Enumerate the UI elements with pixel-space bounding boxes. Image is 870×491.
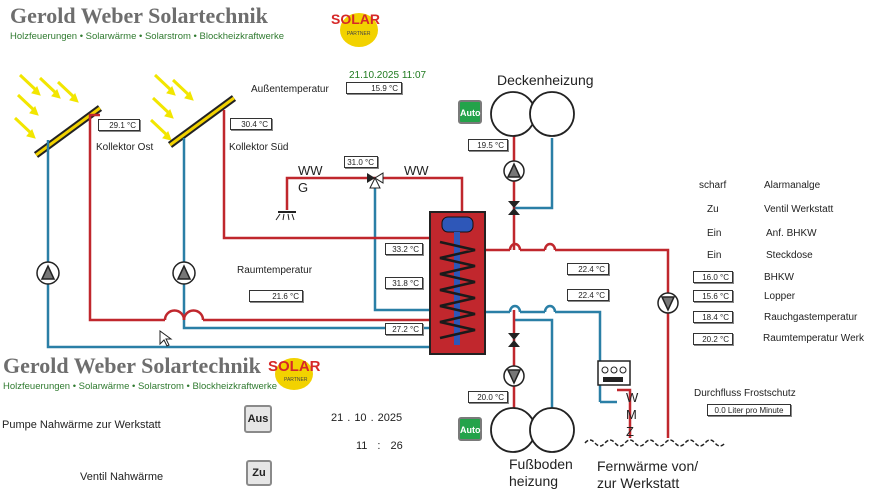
heat-exchanger-floor — [490, 407, 575, 453]
reading-name: BHKW — [764, 272, 794, 283]
room-temp-value: 21.6 °C — [249, 290, 303, 302]
status-name: Anf. BHKW — [766, 228, 817, 239]
floor-heating-label-2: heizung — [509, 473, 559, 489]
room-temp-label: Raumtemperatur — [237, 265, 313, 276]
tap-icon — [275, 211, 296, 221]
panel-time: 11:26 — [356, 440, 403, 452]
floor-temp: 20.0 °C — [468, 391, 508, 403]
tank-temp-middle: 31.8 °C — [385, 277, 423, 289]
datetime: 21.10.2025 11:07 — [349, 70, 427, 81]
tank-temp-top: 33.2 °C — [385, 243, 423, 255]
valve-ceiling-icon — [508, 201, 520, 215]
ww-g-label: G — [298, 180, 309, 195]
heat-exchanger-ceiling — [490, 91, 575, 137]
collector-east-label: Kollektor Ost — [96, 142, 154, 153]
tank-temp-bottom: 27.2 °C — [385, 323, 423, 335]
status-name: Steckdose — [766, 250, 813, 261]
ceiling-heating-label: Deckenheizung — [497, 72, 594, 88]
status-value: scharf — [699, 180, 727, 191]
pump-floor-icon — [503, 365, 525, 387]
panel-company-tagline: Holzfeuerungen • Solarwärme • Solarstrom… — [3, 381, 277, 392]
panel-brand-header: Gerold Weber Solartechnik Holzfeuerungen… — [3, 353, 277, 392]
reading-name: Lopper — [764, 291, 796, 302]
status-value: Ein — [707, 228, 722, 239]
brand-header: Gerold Weber Solartechnik Holzfeuerungen… — [10, 3, 284, 42]
status-value: Ein — [707, 250, 722, 261]
pump-collector-south-icon — [172, 261, 196, 285]
reading-value: 18.4 °C — [693, 311, 733, 323]
panel-solar-logo: SOLAR PARTNER — [266, 352, 328, 392]
district-heating-label-1: Fernwärme von/ — [597, 458, 699, 474]
pump-toggle-button[interactable]: Aus — [244, 405, 272, 433]
valve-floor-icon — [508, 333, 520, 347]
floor-heating-label-1: Fußboden — [509, 456, 573, 472]
heat-meter-icon — [597, 360, 631, 386]
reading-value: 15.6 °C — [693, 290, 733, 302]
mouse-cursor — [159, 330, 173, 347]
ww-left-label: WW — [298, 163, 323, 178]
sun-rays-east — [13, 73, 78, 137]
pump-collector-east-icon — [36, 261, 60, 285]
status-name: Ventil Werkstatt — [764, 204, 834, 215]
supply-line-temp: 22.4 °C — [567, 263, 609, 275]
district-heating-label-2: zur Werkstatt — [597, 475, 680, 491]
outside-temp-value: 15.9 °C — [346, 82, 402, 94]
mixing-valve-icon — [367, 172, 384, 189]
heating-coil — [439, 240, 476, 340]
pump-label: Pumpe Nahwärme zur Werkstatt — [2, 419, 161, 431]
ceiling-temp: 19.5 °C — [468, 139, 508, 151]
valve-toggle-button[interactable]: Zu — [246, 460, 272, 486]
floor-auto-button[interactable]: Auto — [458, 417, 482, 441]
reading-value: 20.2 °C — [693, 333, 733, 345]
pump-district-icon — [657, 292, 679, 314]
reading-name: Raumtemperatur Werk — [763, 333, 864, 344]
ww-temp: 31.0 °C — [344, 156, 378, 168]
reading-value: 16.0 °C — [693, 271, 733, 283]
sun-rays-south — [149, 73, 193, 139]
panel-date: 21.10.2025 — [331, 412, 403, 424]
status-name: Alarmanalge — [764, 180, 821, 191]
ceiling-auto-button[interactable]: Auto — [458, 100, 482, 124]
flow-label: Durchfluss Frostschutz — [694, 388, 796, 399]
collector-south-temp: 30.4 °C — [230, 118, 272, 130]
collector-east-temp: 29.1 °C — [98, 119, 140, 131]
outside-temp-label: Außentemperatur — [251, 84, 329, 95]
company-tagline: Holzfeuerungen • Solarwärme • Solarstrom… — [10, 31, 284, 42]
solar-logo: SOLAR PARTNER — [331, 5, 391, 47]
pump-ceiling-icon — [503, 160, 525, 182]
reading-name: Rauchgastemperatur — [764, 312, 858, 323]
wmz-w: W — [626, 390, 639, 405]
valve-label: Ventil Nahwärme — [80, 471, 164, 483]
ground-line — [584, 439, 726, 447]
company-name: Gerold Weber Solartechnik — [10, 3, 268, 28]
ww-right-label: WW — [404, 163, 429, 178]
panel-company-name: Gerold Weber Solartechnik — [3, 353, 261, 378]
wmz-m: M — [626, 407, 637, 422]
collector-south-label: Kollektor Süd — [229, 142, 289, 153]
flow-value: 0.0 Liter pro Minute — [707, 404, 791, 416]
arrowheads — [26, 86, 194, 141]
status-value: Zu — [707, 204, 719, 215]
return-line-temp: 22.4 °C — [567, 289, 609, 301]
wmz-z: Z — [626, 424, 634, 439]
